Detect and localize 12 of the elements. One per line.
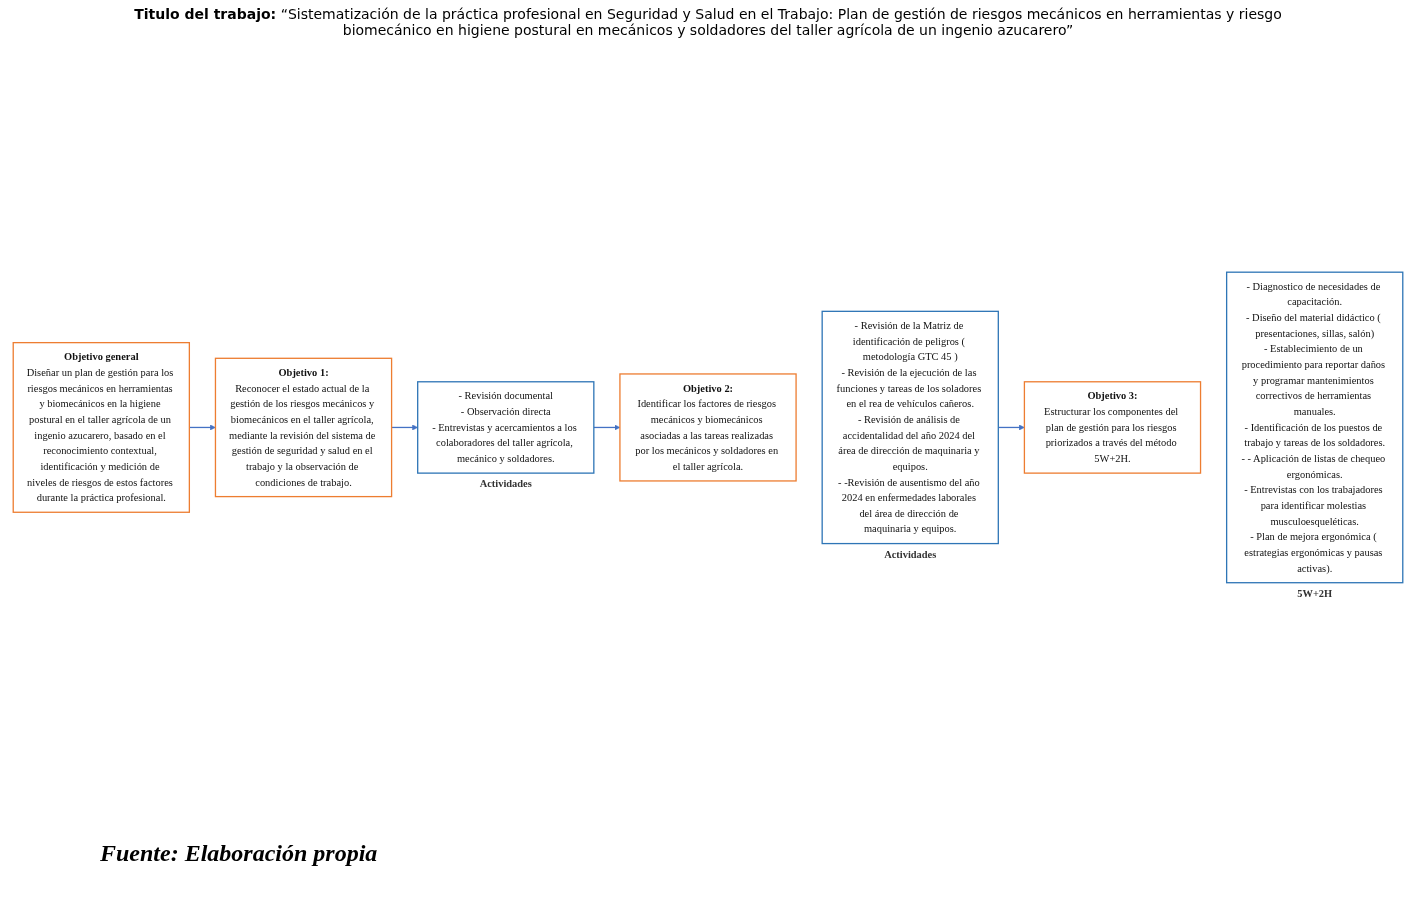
caption: Fuente: Elaboración propia (100, 840, 378, 867)
node-box: Objetivo 3: Estructurar los componentes del plan de gestión para los riesgos priorizados a través del método 5W+2H. (1023, 380, 1202, 474)
node-box: Objetivo general Diseñar un plan de gestión para los riesgos mecánicos en herramientas y biomecánicos en la higiene postural en el taller agrícola de un ingenio azucarero, basado en el reconocimiento contextual, identificación y medición de niveles de riesgos de estos factores durante la práctica profesional. (12, 341, 190, 513)
box-caption: Actividades (884, 548, 937, 560)
box-caption: Actividades (479, 477, 532, 489)
node-box: Objetivo 1: Reconocer el estado actual de la gestión de los riesgos mecánicos y biomecánicos en el taller agrícola, mediante la revisión del sistema de gestión de seguridad y salud en el trabajo y la observación de condiciones de trabajo. (214, 357, 393, 497)
title: Titulo del trabajo: “Sistematización de la práctica profesional en Seguridad y Salud en el Trabajo: Plan de gestión de riesgos mecánicos en herramientas y riesgo biomecánico en higiene postural en mecánicos y soldadores del taller agrícola de un ingenio azucarero” (133, 6, 1283, 38)
node-box: - Revisión documental - Observación directa - Entrevistas y acercamientos a los colaboradores del taller agrícola, mecánico y soldadores. (417, 380, 595, 474)
node-box: - Revisión de la Matriz de identificación de peligros ( metodología GTC 45 ) - Revisión de la ejecución de las funciones y tareas de los soladores en el rea de vehículos cañeros. - Revisión de análisis de accidentalidad del año 2024 del área de dirección de maquinaria y equipos. - -Revisión de ausentismo del año 2024 en enfermedades laborales del área de dirección de maquinaria y equipos. (821, 310, 999, 544)
node-box: Objetivo 2: Identificar los factores de riesgos mecánicos y biomecánicos asociadas a las tareas realizadas por los mecánicos y soldadores en el taller agrícola. (619, 372, 797, 482)
box-caption: 5W+2H (1297, 587, 1333, 599)
node-box: - Diagnostico de necesidades de capacitación. - Diseño del material didáctico ( presentaciones, sillas, salón) - Establecimiento de un procedimiento para reportar daños y programar mantenimientos correctivos de herramientas manuales. - Identificación de los puestos de trabajo y tareas de los soldadores. - - Aplicación de listas de chequeo ergonómicas. - Entrevistas con los trabajadores para identificar molestias musculoesqueléticas. - Plan de mejora ergonómica ( estrategias ergonómicas y pausas activas). (1226, 271, 1404, 583)
